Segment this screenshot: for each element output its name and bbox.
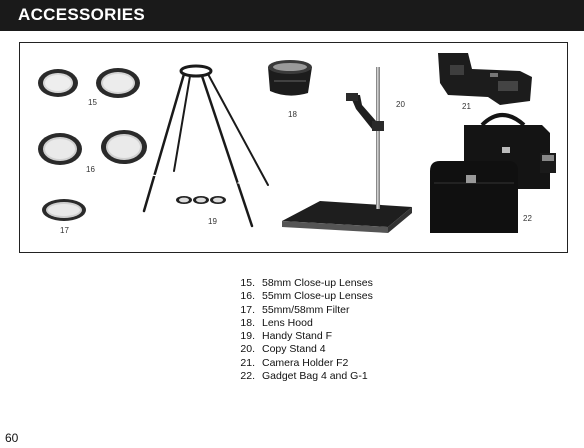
callout-15: 15	[88, 98, 97, 107]
legend-item: 17. 55mm/58mm Filter	[229, 304, 373, 317]
accessories-legend: 15. 58mm Close-up Lenses 16. 55mm Close-…	[229, 277, 373, 383]
legend-number: 16.	[240, 290, 255, 303]
legend-item: 18. Lens Hood	[229, 317, 373, 330]
accessories-illustration: 15 16 17	[38, 53, 556, 235]
lens-hood	[268, 60, 312, 96]
callout-16: 16	[86, 165, 95, 174]
accessories-figure: 15 16 17	[19, 42, 568, 253]
callout-19: 19	[208, 217, 217, 226]
legend-number: 18.	[240, 316, 255, 329]
header-bar: ACCESSORIES	[0, 0, 584, 31]
legend-label: Lens Hood	[262, 316, 313, 329]
callout-20: 20	[396, 100, 405, 109]
legend-item: 21. Camera Holder F2	[229, 357, 373, 370]
callout-22: 22	[523, 214, 532, 223]
legend-item: 19. Handy Stand F	[229, 330, 373, 343]
copy-stand	[282, 67, 412, 233]
legend-label: Copy Stand 4	[262, 343, 326, 356]
page-number: 60	[5, 431, 19, 445]
legend-number: 20.	[240, 343, 255, 356]
callout-18: 18	[288, 110, 297, 119]
page-title: ACCESSORIES	[18, 5, 146, 24]
legend-item: 15. 58mm Close-up Lenses	[229, 277, 373, 290]
legend-item: 22. Gadget Bag 4 and G-1	[229, 370, 373, 383]
legend-label: 55mm/58mm Filter	[262, 303, 350, 316]
close-up-lens-58mm-pair	[38, 68, 140, 98]
legend-number: 19.	[240, 330, 255, 343]
legend-label: 58mm Close-up Lenses	[262, 277, 373, 289]
handy-stand-small-rings	[176, 196, 226, 204]
legend-number: 22.	[240, 370, 255, 383]
handy-stand-tripod	[142, 64, 269, 228]
filter-55-58mm	[42, 199, 86, 221]
legend-number: 15.	[240, 277, 255, 289]
legend-label: Gadget Bag 4 and G-1	[262, 370, 368, 383]
legend-number: 17.	[240, 303, 255, 316]
legend-label: Handy Stand F	[262, 330, 333, 343]
close-up-lens-55mm-pair	[38, 130, 147, 165]
legend-item: 16. 55mm Close-up Lenses	[229, 290, 373, 303]
legend-label: 55mm Close-up Lenses	[262, 290, 373, 303]
gadget-bags	[430, 113, 556, 233]
legend-item: 20. Copy Stand 4	[229, 343, 373, 356]
callout-21: 21	[462, 102, 471, 111]
callout-17: 17	[60, 226, 69, 235]
legend-number: 21.	[240, 356, 255, 369]
legend-label: Camera Holder F2	[262, 356, 349, 369]
camera-holder	[438, 53, 532, 105]
